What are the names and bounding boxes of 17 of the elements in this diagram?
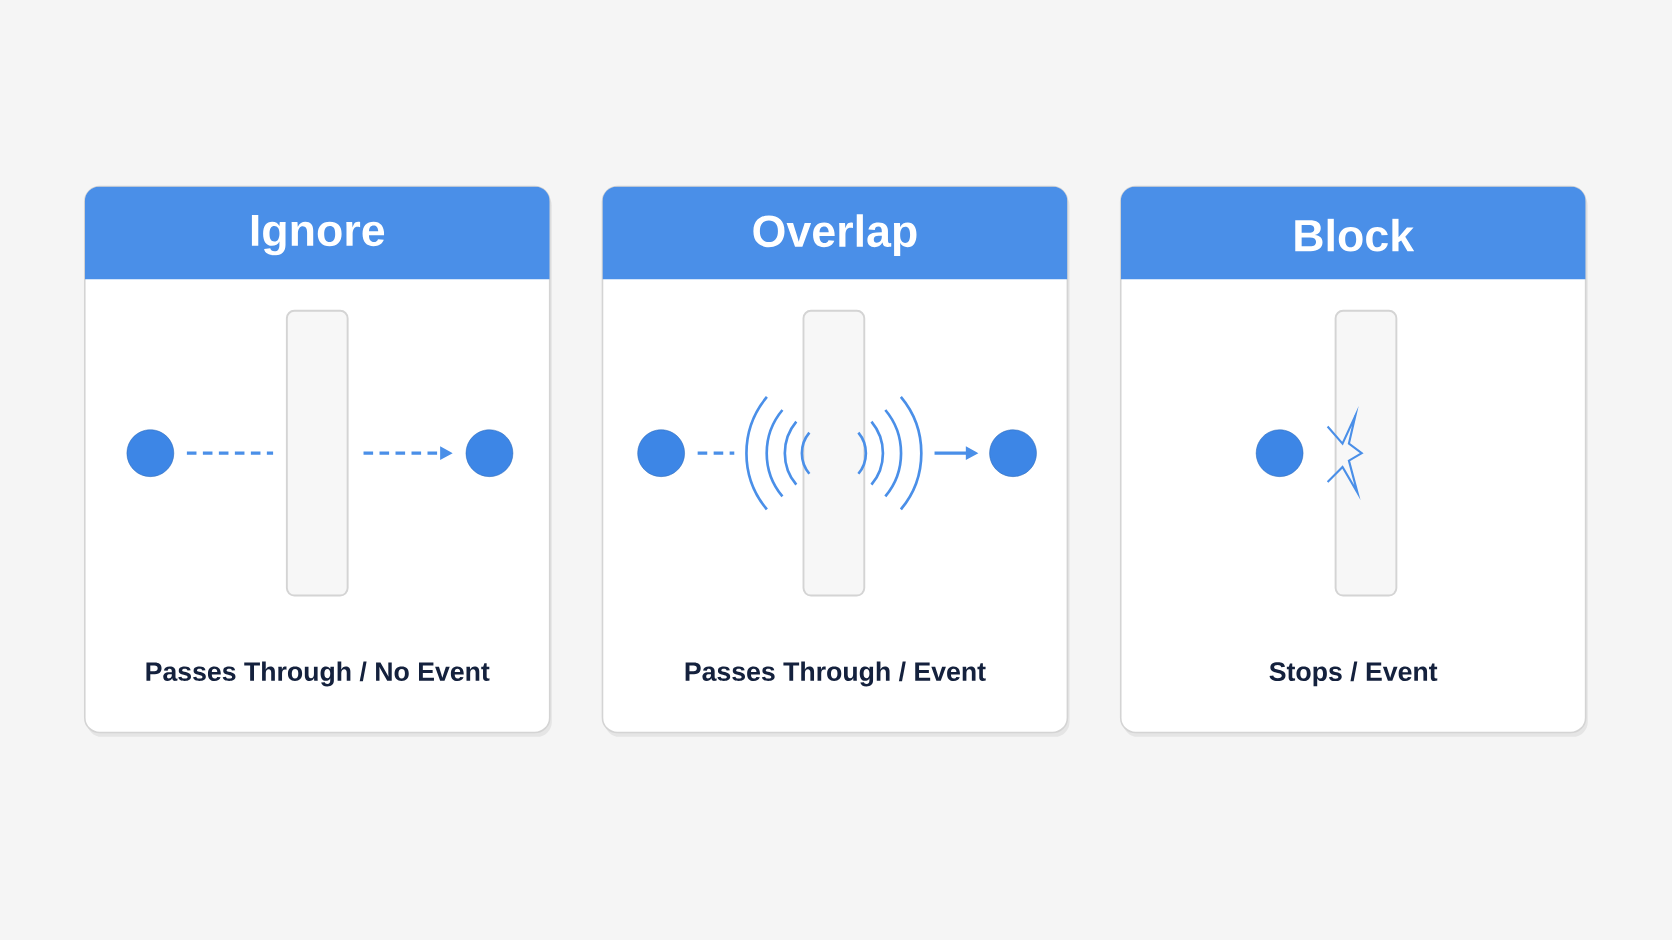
header-bar: Overlap	[602, 186, 1068, 280]
card	[1119, 185, 1588, 737]
ball	[465, 429, 514, 477]
ball	[1255, 429, 1304, 477]
ball	[989, 429, 1037, 477]
header-bar: Block	[1120, 186, 1586, 280]
card-label: Passes Through / Event	[685, 661, 986, 687]
card	[601, 185, 1070, 737]
card	[84, 185, 552, 737]
card-label: Stops / Event	[1269, 661, 1438, 687]
ball	[126, 429, 175, 477]
wall-panel	[285, 309, 349, 597]
card-label: Passes Through / No Event	[146, 661, 490, 687]
header-bar: Ignore	[84, 186, 550, 280]
wall-panel	[1334, 309, 1398, 597]
wall-panel	[802, 309, 866, 597]
ball	[637, 429, 685, 477]
